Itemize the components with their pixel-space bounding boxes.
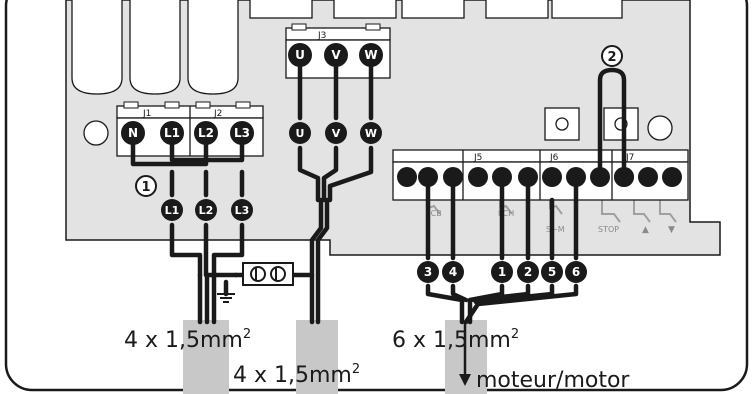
mount-hole-right <box>647 115 673 141</box>
supply-wire-l3: L3 <box>235 204 250 217</box>
terminal-block-icon <box>242 262 294 286</box>
j7-label: J7 <box>625 153 634 163</box>
control-cable-label: 6 x 1,5mm2 <box>392 327 519 353</box>
callout-1-marker <box>135 175 157 197</box>
fcb-label: FCB <box>426 209 442 218</box>
terminal-block-j5-j7 <box>392 149 689 201</box>
pin-l2: L2 <box>198 126 214 140</box>
pin-l1: L1 <box>164 126 180 140</box>
motor-destination-label: moteur/motor <box>476 368 630 393</box>
stop-label: STOP <box>598 225 619 234</box>
pin-w: W <box>364 48 377 62</box>
fch-label: FCH <box>498 209 514 218</box>
sm-label: S−M <box>546 225 565 234</box>
top-components <box>71 0 623 95</box>
motor-power-cable-label: 4 x 1,5mm2 <box>233 362 360 388</box>
down-arrow-icon <box>459 374 471 386</box>
control-wire-markers <box>417 261 587 283</box>
terminal-pin-markers <box>121 43 682 187</box>
motor-wire-u: U <box>296 127 305 140</box>
mount-hole-left <box>83 120 109 146</box>
j6-label: J6 <box>549 153 559 163</box>
supply-cable-sheath <box>183 320 229 394</box>
ground-icon <box>217 293 235 303</box>
pin-l3: L3 <box>234 126 250 140</box>
motor-wire-markers <box>289 122 382 144</box>
supply-wire-l1: L1 <box>165 204 180 217</box>
motor-cable-sheath <box>296 320 338 394</box>
pin-n: N <box>128 126 138 140</box>
supply-wire-l2: L2 <box>199 204 214 217</box>
up-arrow-label: ▲ <box>642 225 649 235</box>
pin-u: U <box>295 48 305 62</box>
control-wire-1: 1 <box>498 265 506 279</box>
control-wire-4: 4 <box>449 265 457 279</box>
down-arrow-label: ▼ <box>668 225 675 235</box>
motor-wire-v: V <box>332 127 341 140</box>
control-wire-5: 5 <box>548 265 556 279</box>
j1-label: J1 <box>142 109 151 119</box>
j5-label: J5 <box>473 153 482 163</box>
pin-v: V <box>331 48 341 62</box>
callout-1: 1 <box>141 180 150 195</box>
j3-label: J3 <box>317 31 326 41</box>
supply-wire-markers <box>161 199 253 221</box>
callout-2-marker <box>601 45 623 67</box>
small-switch-right <box>603 107 639 141</box>
j2-label: J2 <box>213 109 222 119</box>
control-wire-3: 3 <box>424 265 432 279</box>
callout-2: 2 <box>607 50 616 65</box>
motor-wire-w: W <box>365 127 377 140</box>
small-switch-left <box>544 107 580 141</box>
control-wire-6: 6 <box>572 265 580 279</box>
cables <box>130 59 627 325</box>
supply-cable-label: 4 x 1,5mm2 <box>124 327 251 353</box>
control-wire-2: 2 <box>524 265 532 279</box>
